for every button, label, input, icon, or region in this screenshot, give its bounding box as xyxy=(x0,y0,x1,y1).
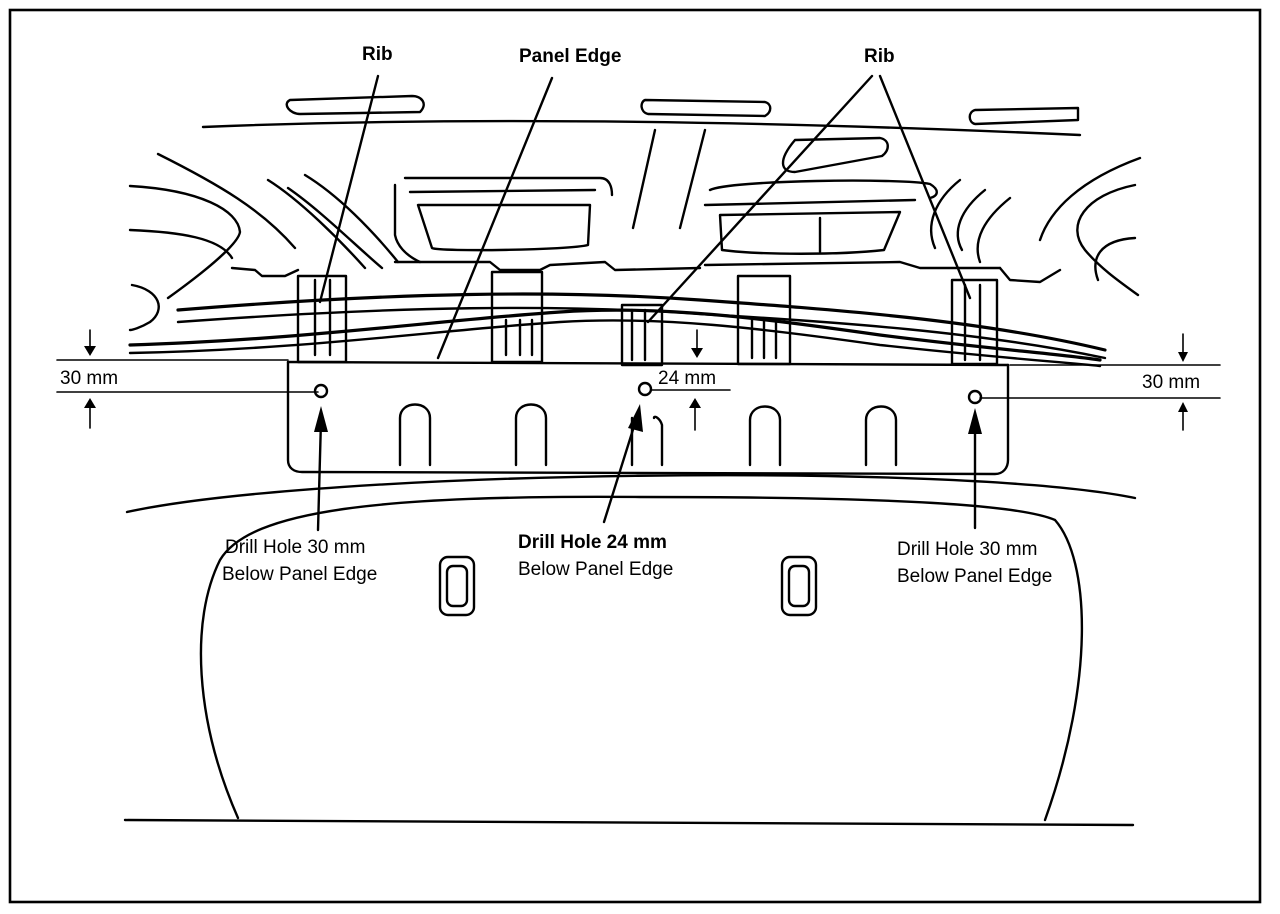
rear-panel xyxy=(286,360,1010,476)
leader-lines xyxy=(318,74,972,360)
drill-left-line1: Drill Hole 30 mm xyxy=(225,537,365,558)
drill-hole-right xyxy=(967,389,983,405)
drill-left-line2: Below Panel Edge xyxy=(222,564,377,585)
panel-edge-reference xyxy=(56,359,1221,399)
drill-hole-center xyxy=(637,381,653,397)
upper-body-structure xyxy=(128,94,1142,332)
diagram-frame xyxy=(8,8,1262,904)
drill-right-line2: Below Panel Edge xyxy=(897,566,1052,587)
dimension-label-center: 24 mm xyxy=(658,368,716,389)
dimension-label-right: 30 mm xyxy=(1142,372,1200,393)
drill-hole-left xyxy=(313,383,329,399)
dimension-label-left: 30 mm xyxy=(60,368,118,389)
drill-center-line2: Below Panel Edge xyxy=(518,559,673,580)
panel-edge-label: Panel Edge xyxy=(519,46,621,67)
rib-label-left: Rib xyxy=(362,44,393,65)
rib-strips xyxy=(296,270,999,367)
cross-members xyxy=(128,292,1107,368)
rib-label-right: Rib xyxy=(864,46,895,67)
drill-center-line1: Drill Hole 24 mm xyxy=(518,532,667,553)
drill-right-line1: Drill Hole 30 mm xyxy=(897,539,1037,560)
lower-body xyxy=(123,473,1137,827)
dimension-arrows xyxy=(84,329,1188,532)
